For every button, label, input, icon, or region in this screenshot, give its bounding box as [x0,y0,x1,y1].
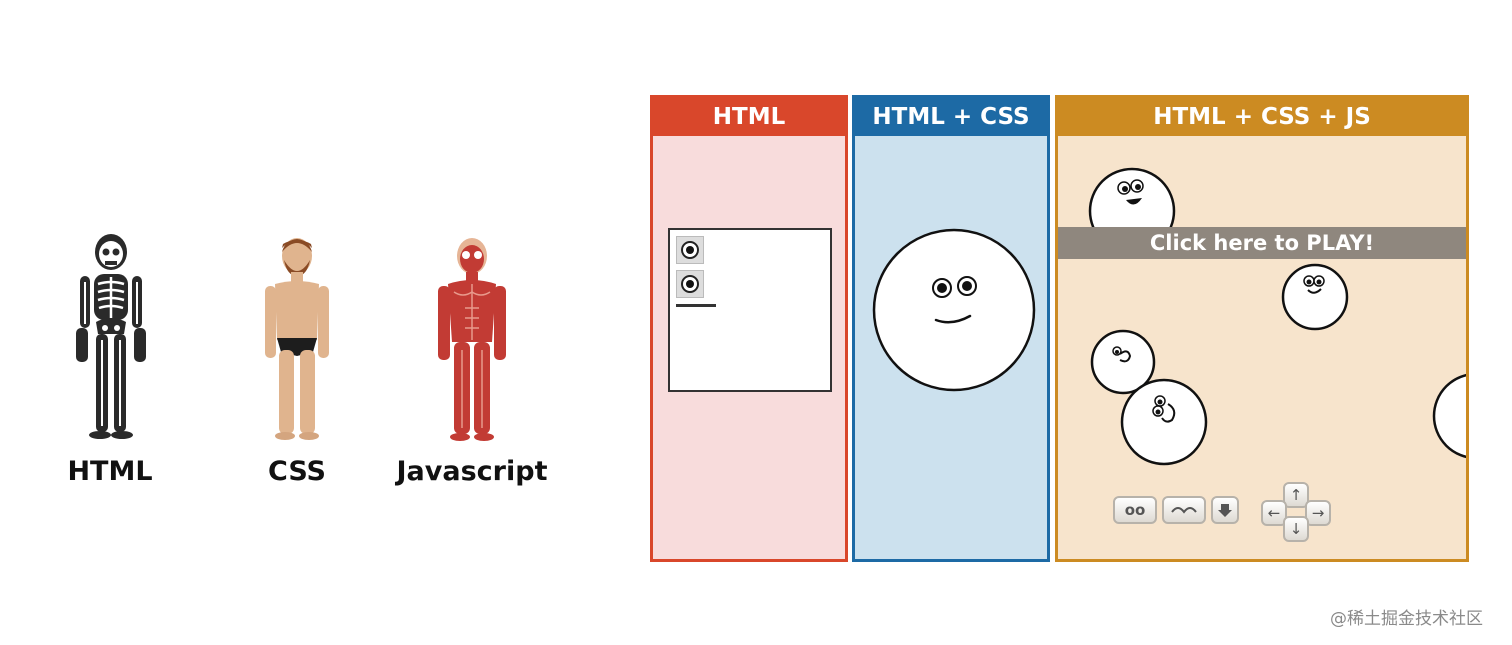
radio-button[interactable] [676,236,704,264]
radio-button[interactable] [676,270,704,298]
js-panel: HTML + CSS + JS Click here to PLAY! oo [1055,95,1469,562]
html-panel: HTML [650,95,848,562]
play-button[interactable]: Click here to PLAY! [1058,227,1466,259]
html-figure-label: HTML [67,456,153,487]
js-panel-title: HTML + CSS + JS [1058,98,1466,136]
skeleton-figure [76,234,146,439]
mouth-icon [1171,507,1197,514]
watermark: @稀土掘金技术社区 [1330,609,1483,629]
down-shape-button[interactable] [1211,496,1239,524]
css-panel-title: HTML + CSS [855,98,1047,136]
arrow-up-button[interactable]: ↑ [1283,482,1309,508]
arrow-left-button[interactable]: ← [1261,500,1287,526]
arrow-right-button[interactable]: → [1305,500,1331,526]
raw-html-box [668,228,832,392]
horizontal-rule [676,304,716,307]
css-figure-label: CSS [268,456,326,487]
human-figure [265,238,329,440]
js-figure-label: Javascript [396,456,548,487]
html-panel-title: HTML [653,98,845,136]
arrow-down-button[interactable]: ↓ [1283,516,1309,542]
css-panel: HTML + CSS [852,95,1050,562]
down-arrow-icon [1218,504,1232,517]
eyes-button[interactable]: oo [1113,496,1157,524]
game-faces [1088,167,1466,466]
styled-face [872,228,1036,392]
muscle-figure [438,238,506,441]
mouth-button[interactable] [1162,496,1206,524]
